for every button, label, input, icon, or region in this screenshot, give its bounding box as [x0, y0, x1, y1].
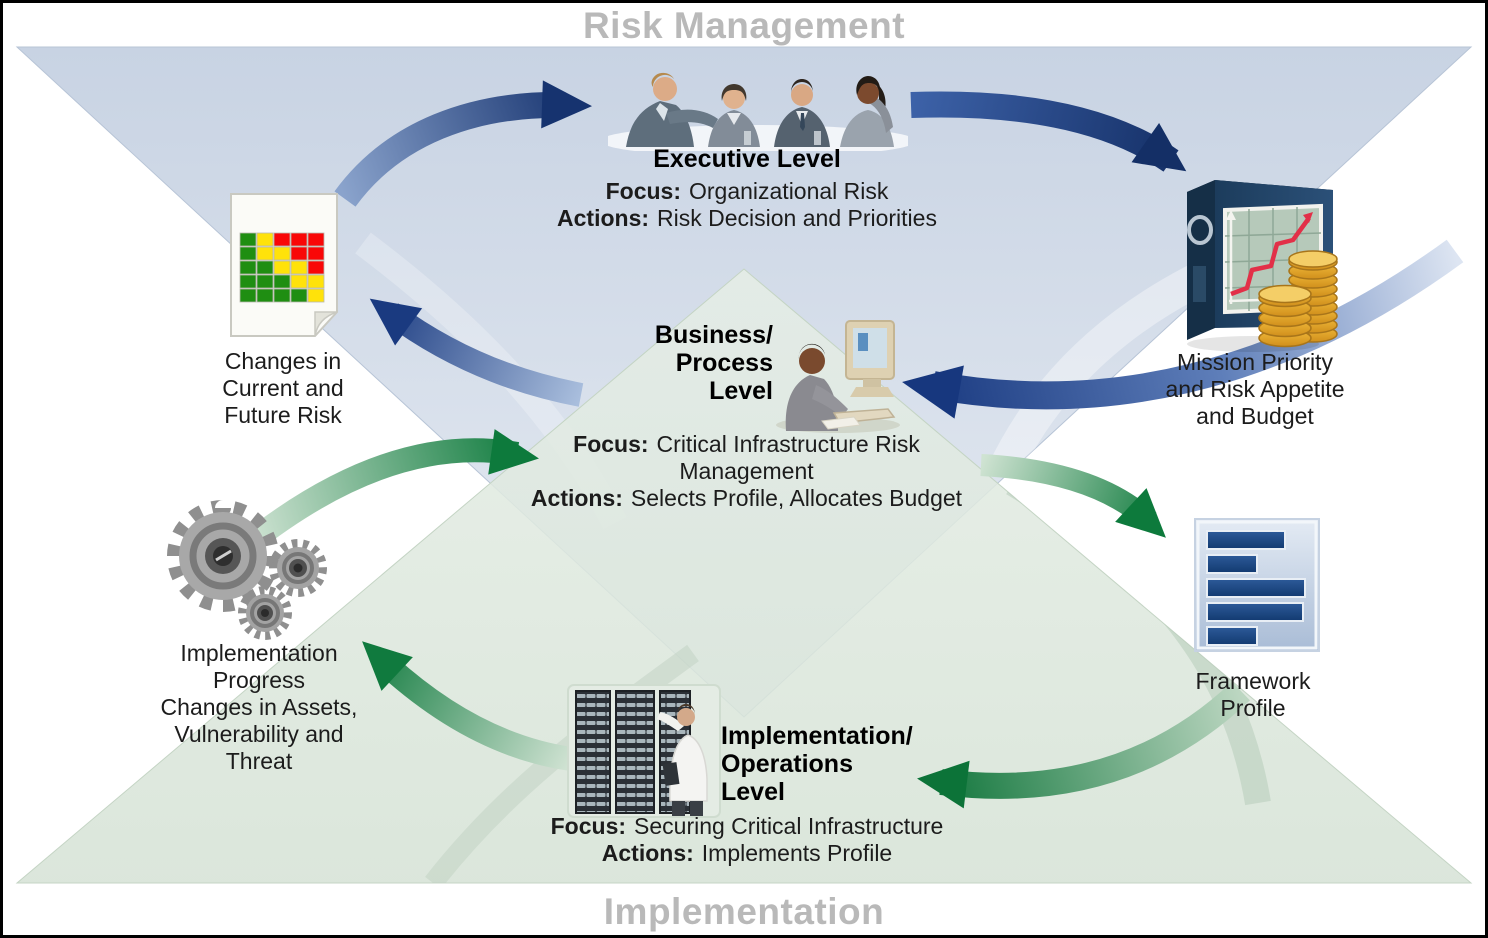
arrow-executive-to-mission [910, 91, 1187, 172]
gears-icon [167, 500, 327, 640]
risk-heatmap-document-icon [230, 193, 338, 337]
binder-chart-coins-icon [1187, 180, 1338, 352]
analyst-at-computer-icon [776, 320, 900, 433]
arrow-business-to-heatmap [369, 298, 584, 407]
implementation-progress-label: Implementation Progress Changes in Asset… [160, 640, 358, 774]
operations-focus-line: Focus:Securing Critical Infrastructure [550, 813, 944, 839]
technician-figure [657, 704, 708, 816]
changes-in-risk-label: Changes in Current and Future Risk [222, 348, 344, 428]
gear-large [167, 500, 279, 612]
operations-actions-line: Actions:Implements Profile [601, 840, 893, 866]
framework-profile-bars-icon [1194, 518, 1320, 652]
mission-priority-label: Mission Priority and Risk Appetite and B… [1165, 349, 1345, 429]
heatmap-grid [239, 232, 325, 303]
risk-management-title: Risk Management [582, 5, 906, 46]
arrow-business-to-profile [980, 454, 1166, 538]
operations-focus-actions: Focus:Securing Critical Infrastructure A… [447, 813, 1047, 867]
framework-profile-label: Framework Profile [1195, 668, 1311, 721]
executive-focus-line: Focus:Organizational Risk [605, 178, 889, 204]
implementation-title: Implementation [603, 891, 885, 932]
server-room-photo [567, 684, 721, 818]
meeting-figure-3 [774, 79, 830, 147]
business-meeting-photo [608, 72, 908, 151]
executive-focus-actions: Focus:Organizational Risk Actions:Risk D… [447, 178, 1047, 232]
business-level-heading: Business/ Process Level [654, 321, 773, 405]
profile-bars [1206, 530, 1306, 646]
business-actions-line: Actions:Selects Profile, Allocates Budge… [530, 485, 963, 511]
operations-level-heading: Implementation/ Operations Level [721, 722, 913, 806]
gear-medium [269, 539, 327, 597]
executive-level-heading: Executive Level [653, 145, 841, 173]
implementation-triangle [15, 268, 1473, 884]
arrow-profile-to-operations [917, 681, 1250, 809]
executive-actions-line: Actions:Risk Decision and Priorities [557, 205, 937, 231]
gear-small [238, 586, 292, 640]
meeting-figure-2 [708, 84, 760, 147]
coin-stack-short [1258, 284, 1312, 348]
arrow-heatmap-to-executive [334, 80, 592, 207]
background-layer [15, 46, 1473, 884]
arrow-gears-to-business [233, 429, 539, 560]
business-focus-actions: Focus:Critical Infrastructure Risk Manag… [524, 431, 969, 512]
meeting-figure-4 [840, 76, 894, 147]
arrow-mission-to-business [902, 239, 1464, 419]
arrow-operations-to-gears [362, 641, 573, 771]
meeting-figure-1 [626, 72, 718, 147]
business-focus-line: Focus:Critical Infrastructure Risk Manag… [573, 431, 920, 484]
